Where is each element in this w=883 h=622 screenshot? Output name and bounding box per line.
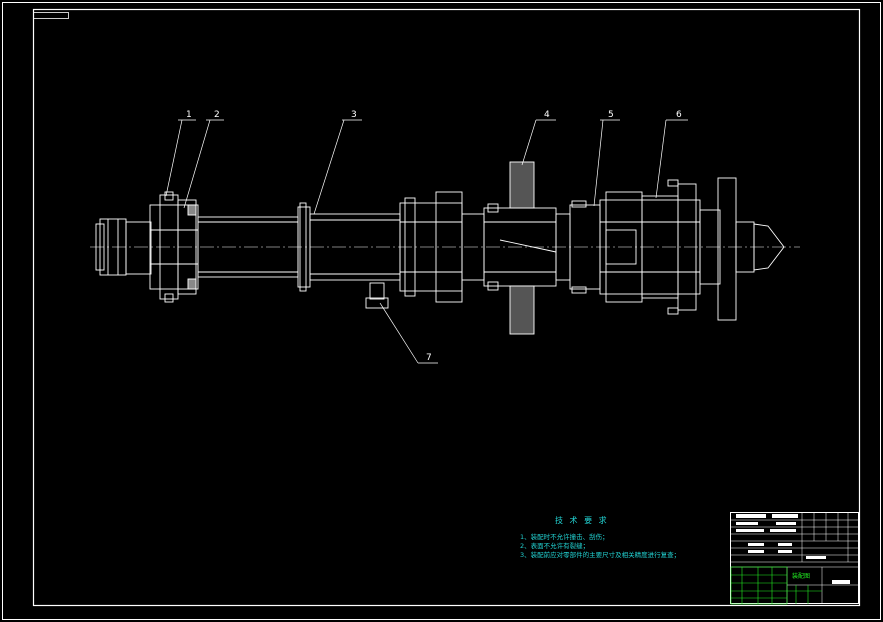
tech-requirements-title: 技 术 要 求 [555,515,609,525]
part-label-5: 5 [608,110,614,120]
inner-frame [32,8,861,607]
spindle-assembly [95,161,785,335]
part-label-3: 3 [351,110,357,120]
part-label-6: 6 [676,110,682,120]
drawing-name: 装配图 [792,572,810,580]
gear-upper-teeth [509,161,535,209]
part-label-4: 4 [544,110,550,120]
leader-lines [165,119,688,364]
part-label-1: 1 [186,110,192,120]
part-label-2: 2 [214,110,220,120]
key-part-7 [369,282,385,300]
title-block: 装配图 [730,512,859,605]
gear-lower-teeth [509,285,535,335]
tech-requirement-1: 1、装配时不允许撞击、刮伤； [520,532,609,541]
corner-code-box [33,12,69,19]
tech-requirement-2: 2、表面不允许有裂缝； [520,541,589,550]
tech-requirement-3: 3、装配前应对零部件的主要尺寸及相关精度进行复查； [520,550,680,559]
front-flange [717,177,737,321]
part-label-7: 7 [426,353,432,363]
center-point [753,223,785,271]
